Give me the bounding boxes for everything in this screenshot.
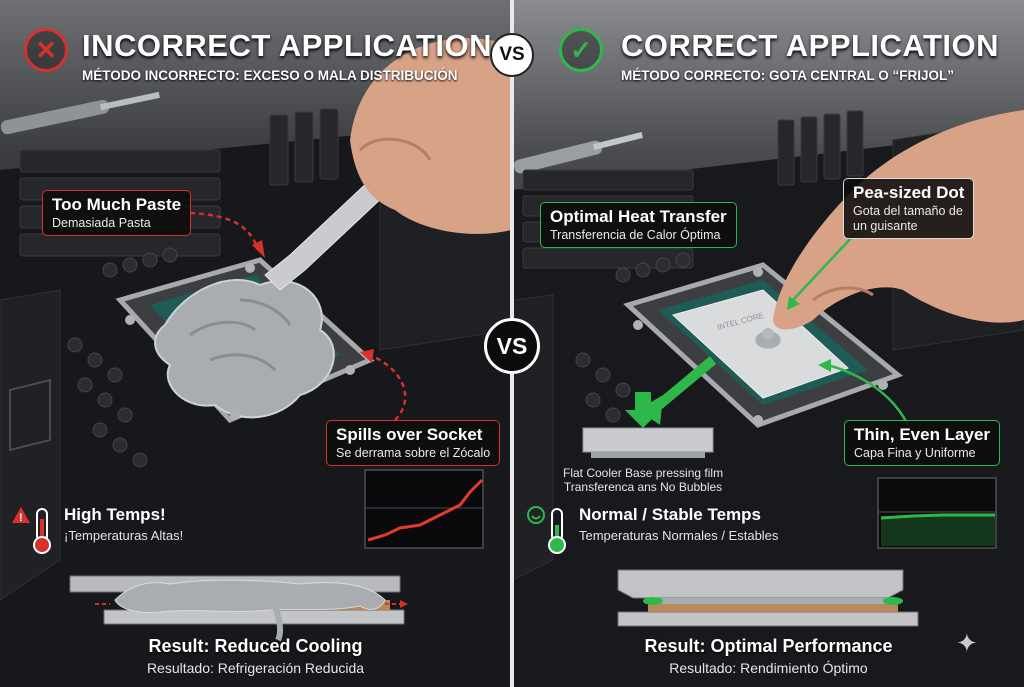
temp-status-high: ! High Temps! ¡Temperaturas Altas! bbox=[12, 505, 183, 555]
temp-status-subtitle: Temperaturas Normales / Estables bbox=[579, 528, 779, 543]
temp-status-stable: Normal / Stable Temps Temperaturas Norma… bbox=[527, 505, 778, 555]
callout-title: Pea-sized Dot bbox=[853, 183, 965, 202]
callout-subtitle-line1: Gota del tamaño de bbox=[853, 204, 963, 218]
film-caption: Flat Cooler Base pressing film Transfere… bbox=[563, 466, 723, 494]
correct-panel: INTEL CORE bbox=[513, 0, 1024, 687]
correct-subtitle: MÉTODO CORRECTO: GOTA CENTRAL O “FRIJOL” bbox=[621, 68, 955, 83]
film-caption-line2: Transferenca ans No Bubbles bbox=[563, 480, 723, 494]
x-circle-icon: ✕ bbox=[24, 28, 68, 72]
callout-title: Thin, Even Layer bbox=[854, 425, 991, 444]
callout-title: Too Much Paste bbox=[52, 195, 182, 214]
incorrect-subtitle: MÉTODO INCORRECTO: EXCESO O MALA DISTRIB… bbox=[82, 68, 458, 83]
callout-thin-even-layer: Thin, Even Layer Capa Fina y Uniforme bbox=[844, 420, 1001, 466]
vs-badge-center: VS bbox=[484, 318, 540, 374]
temp-status-subtitle: ¡Temperaturas Altas! bbox=[64, 528, 184, 543]
callout-title: Optimal Heat Transfer bbox=[550, 207, 727, 226]
callout-pea-sized-dot: Pea-sized Dot Gota del tamaño de un guis… bbox=[843, 178, 975, 239]
callout-subtitle: Capa Fina y Uniforme bbox=[854, 446, 976, 460]
temp-status-title: Normal / Stable Temps bbox=[579, 505, 762, 524]
warning-thermometer-icon: ! bbox=[12, 507, 51, 554]
cross-section-diagram-excess bbox=[69, 575, 408, 642]
vs-badge-top: VS bbox=[490, 33, 534, 77]
check-circle-icon: ✓ bbox=[559, 28, 603, 72]
svg-text:!: ! bbox=[19, 512, 23, 524]
smile-thermometer-icon bbox=[527, 506, 566, 554]
callout-subtitle: Demasiada Pasta bbox=[52, 216, 151, 230]
result-subtitle: Resultado: Rendimiento Óptimo bbox=[669, 660, 868, 676]
incorrect-panel: ✕ INCORRECT APPLICATION MÉTODO INCORRECT… bbox=[0, 0, 511, 687]
incorrect-title: INCORRECT APPLICATION bbox=[82, 28, 493, 63]
correct-title: CORRECT APPLICATION bbox=[621, 28, 1000, 63]
motherboard-scene-right: INTEL CORE bbox=[513, 110, 1024, 687]
cross-section-diagram-thin bbox=[617, 569, 919, 627]
sparkle-icon: ✦ bbox=[956, 628, 978, 658]
callout-subtitle: Transferencia de Calor Óptima bbox=[550, 228, 721, 242]
temp-status-title: High Temps! bbox=[64, 505, 166, 524]
callout-spills-over-socket: Spills over Socket Se derrama sobre el Z… bbox=[326, 420, 501, 466]
temperature-graph-high bbox=[364, 469, 484, 549]
callout-title: Spills over Socket bbox=[336, 425, 483, 444]
motherboard-scene-left bbox=[0, 38, 511, 687]
result-title: Result: Optimal Performance bbox=[644, 636, 893, 656]
callout-subtitle-line2: un guisante bbox=[853, 219, 918, 233]
callout-too-much-paste: Too Much Paste Demasiada Pasta bbox=[42, 190, 192, 236]
callout-optimal-heat-transfer: Optimal Heat Transfer Transferencia de C… bbox=[540, 202, 737, 248]
callout-subtitle: Se derrama sobre el Zócalo bbox=[336, 446, 491, 460]
film-caption-line1: Flat Cooler Base pressing film bbox=[563, 466, 724, 480]
temperature-graph-stable bbox=[877, 477, 997, 549]
result-subtitle: Resultado: Refrigeración Reducida bbox=[146, 660, 365, 676]
result-title: Result: Reduced Cooling bbox=[148, 636, 363, 656]
